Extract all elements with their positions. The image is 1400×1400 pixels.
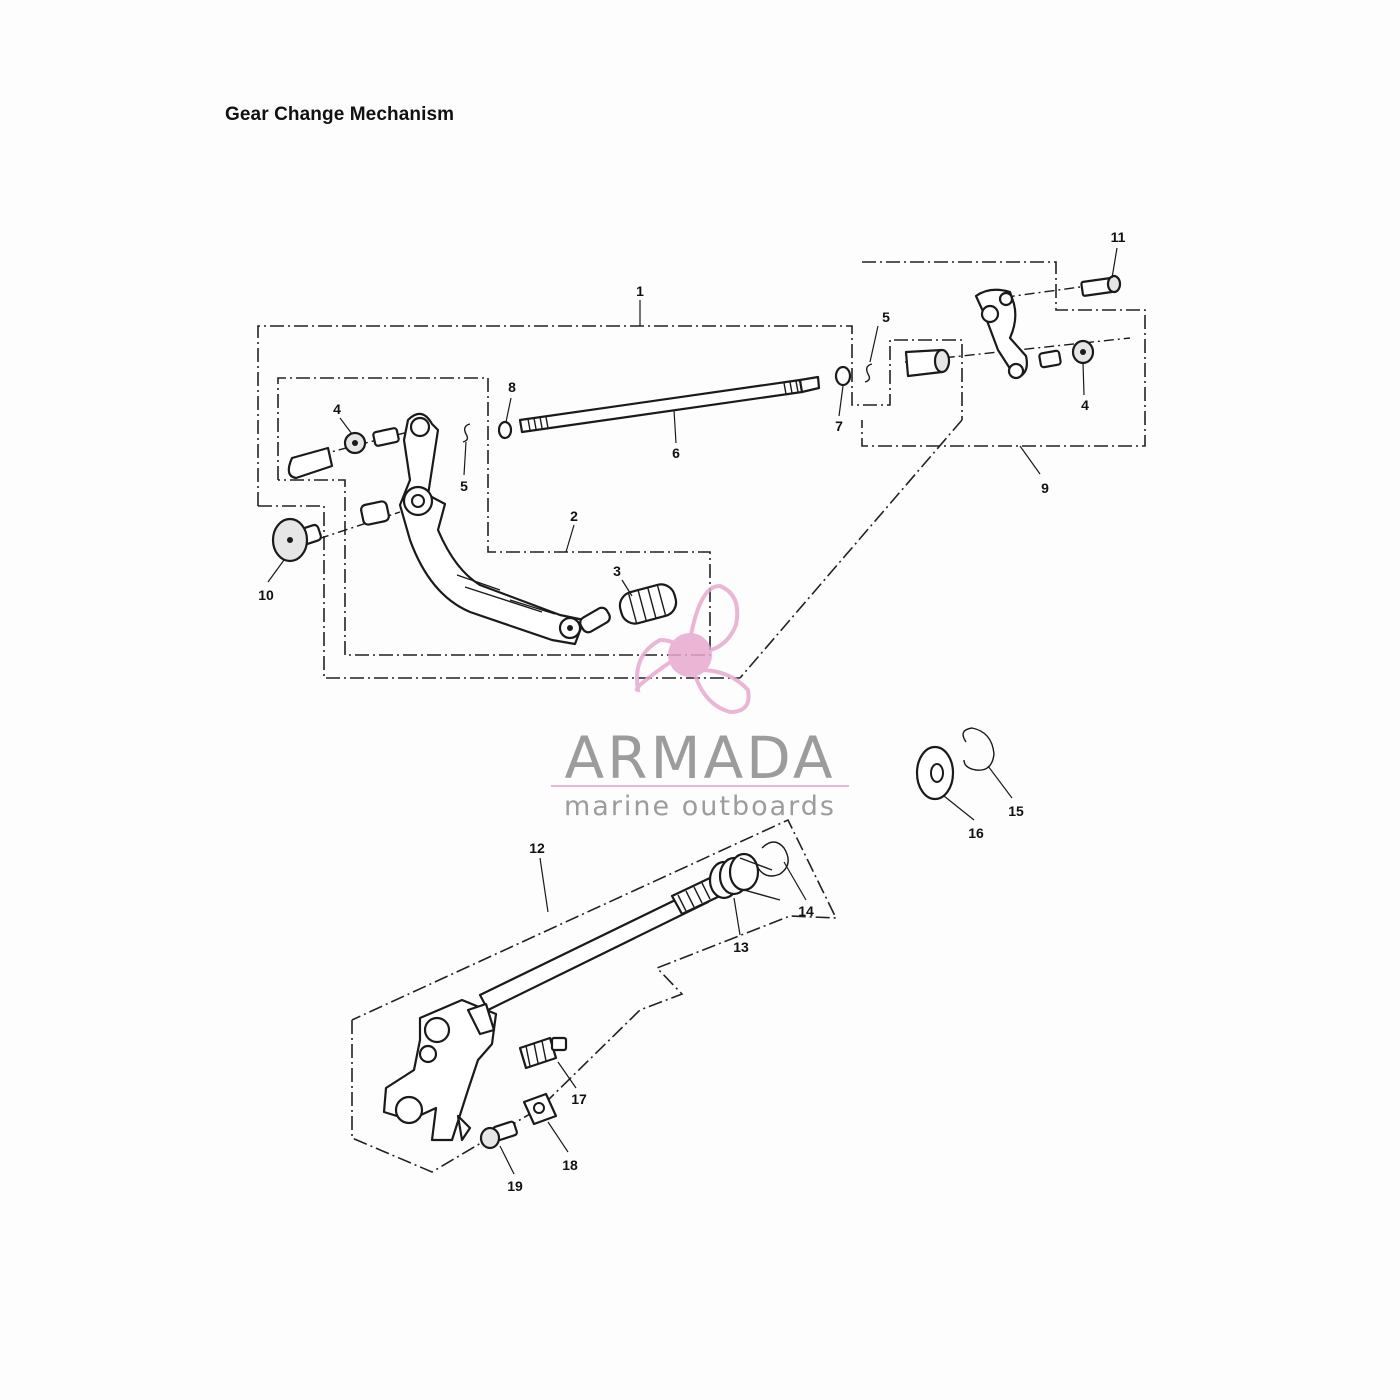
part-17-adjusting-screw (518, 1036, 568, 1070)
part-11-bolt (1080, 274, 1122, 297)
brand-tagline: marine outboards (564, 791, 836, 822)
callout-13: 13 (733, 939, 749, 955)
part-10-pivot-pin (271, 517, 322, 563)
part-5-clip-right (864, 363, 873, 383)
callout-15: 15 (1008, 803, 1024, 819)
part-16-washer (915, 745, 955, 801)
assembly-9-outline (739, 261, 1146, 679)
leader-lines (267, 247, 1118, 1175)
callout-18: 18 (562, 1157, 578, 1173)
part-14-circlip (757, 841, 789, 877)
callout-19: 19 (507, 1178, 523, 1194)
callout-7: 7 (835, 418, 843, 434)
part-18-nut (522, 1092, 558, 1126)
callout-8: 8 (508, 379, 516, 395)
part-3-rubber-grip (618, 583, 678, 625)
callout-4-left: 4 (333, 401, 341, 417)
part-joint-sleeve (904, 348, 951, 378)
callout-5-right: 5 (882, 309, 890, 325)
part-6-shift-rod (518, 375, 821, 434)
callout-1: 1 (636, 283, 644, 299)
assembly-1-outline (257, 325, 963, 679)
assembly-12-outline (351, 818, 838, 1173)
part-2-shift-lever (398, 412, 611, 646)
callout-9: 9 (1041, 480, 1049, 496)
brand-name: ARMADA (564, 724, 835, 792)
callout-3: 3 (613, 563, 621, 579)
callout-2: 2 (570, 508, 578, 524)
part-13-torsion-spring (708, 852, 781, 901)
armada-logo-watermark: ARMADA marine outboards (551, 584, 849, 822)
assembly-2-outline (277, 377, 711, 656)
part-7-nut (834, 365, 852, 387)
part-bushing (360, 500, 390, 526)
callout-4-right: 4 (1081, 397, 1089, 413)
part-5-clip-left (462, 423, 471, 443)
callout-17: 17 (571, 1091, 587, 1107)
part-15-e-clip (962, 727, 995, 771)
callout-11: 11 (1111, 229, 1126, 245)
part-9-lever-arm (974, 288, 1095, 380)
callout-14: 14 (798, 903, 814, 919)
callout-12: 12 (529, 840, 545, 856)
part-19-bolt (479, 1120, 518, 1150)
callout-16: 16 (968, 825, 984, 841)
part-8-nut (497, 420, 513, 440)
callout-labels: 1 2 3 4 4 5 5 6 7 8 9 10 11 12 13 14 15 … (258, 229, 1125, 1194)
page-title: Gear Change Mechanism (225, 104, 455, 125)
part-12-shift-shaft (382, 875, 724, 1142)
part-4-collar-left (287, 427, 400, 480)
callout-10: 10 (258, 587, 274, 603)
callout-6: 6 (672, 445, 680, 461)
callout-5-left: 5 (460, 478, 468, 494)
